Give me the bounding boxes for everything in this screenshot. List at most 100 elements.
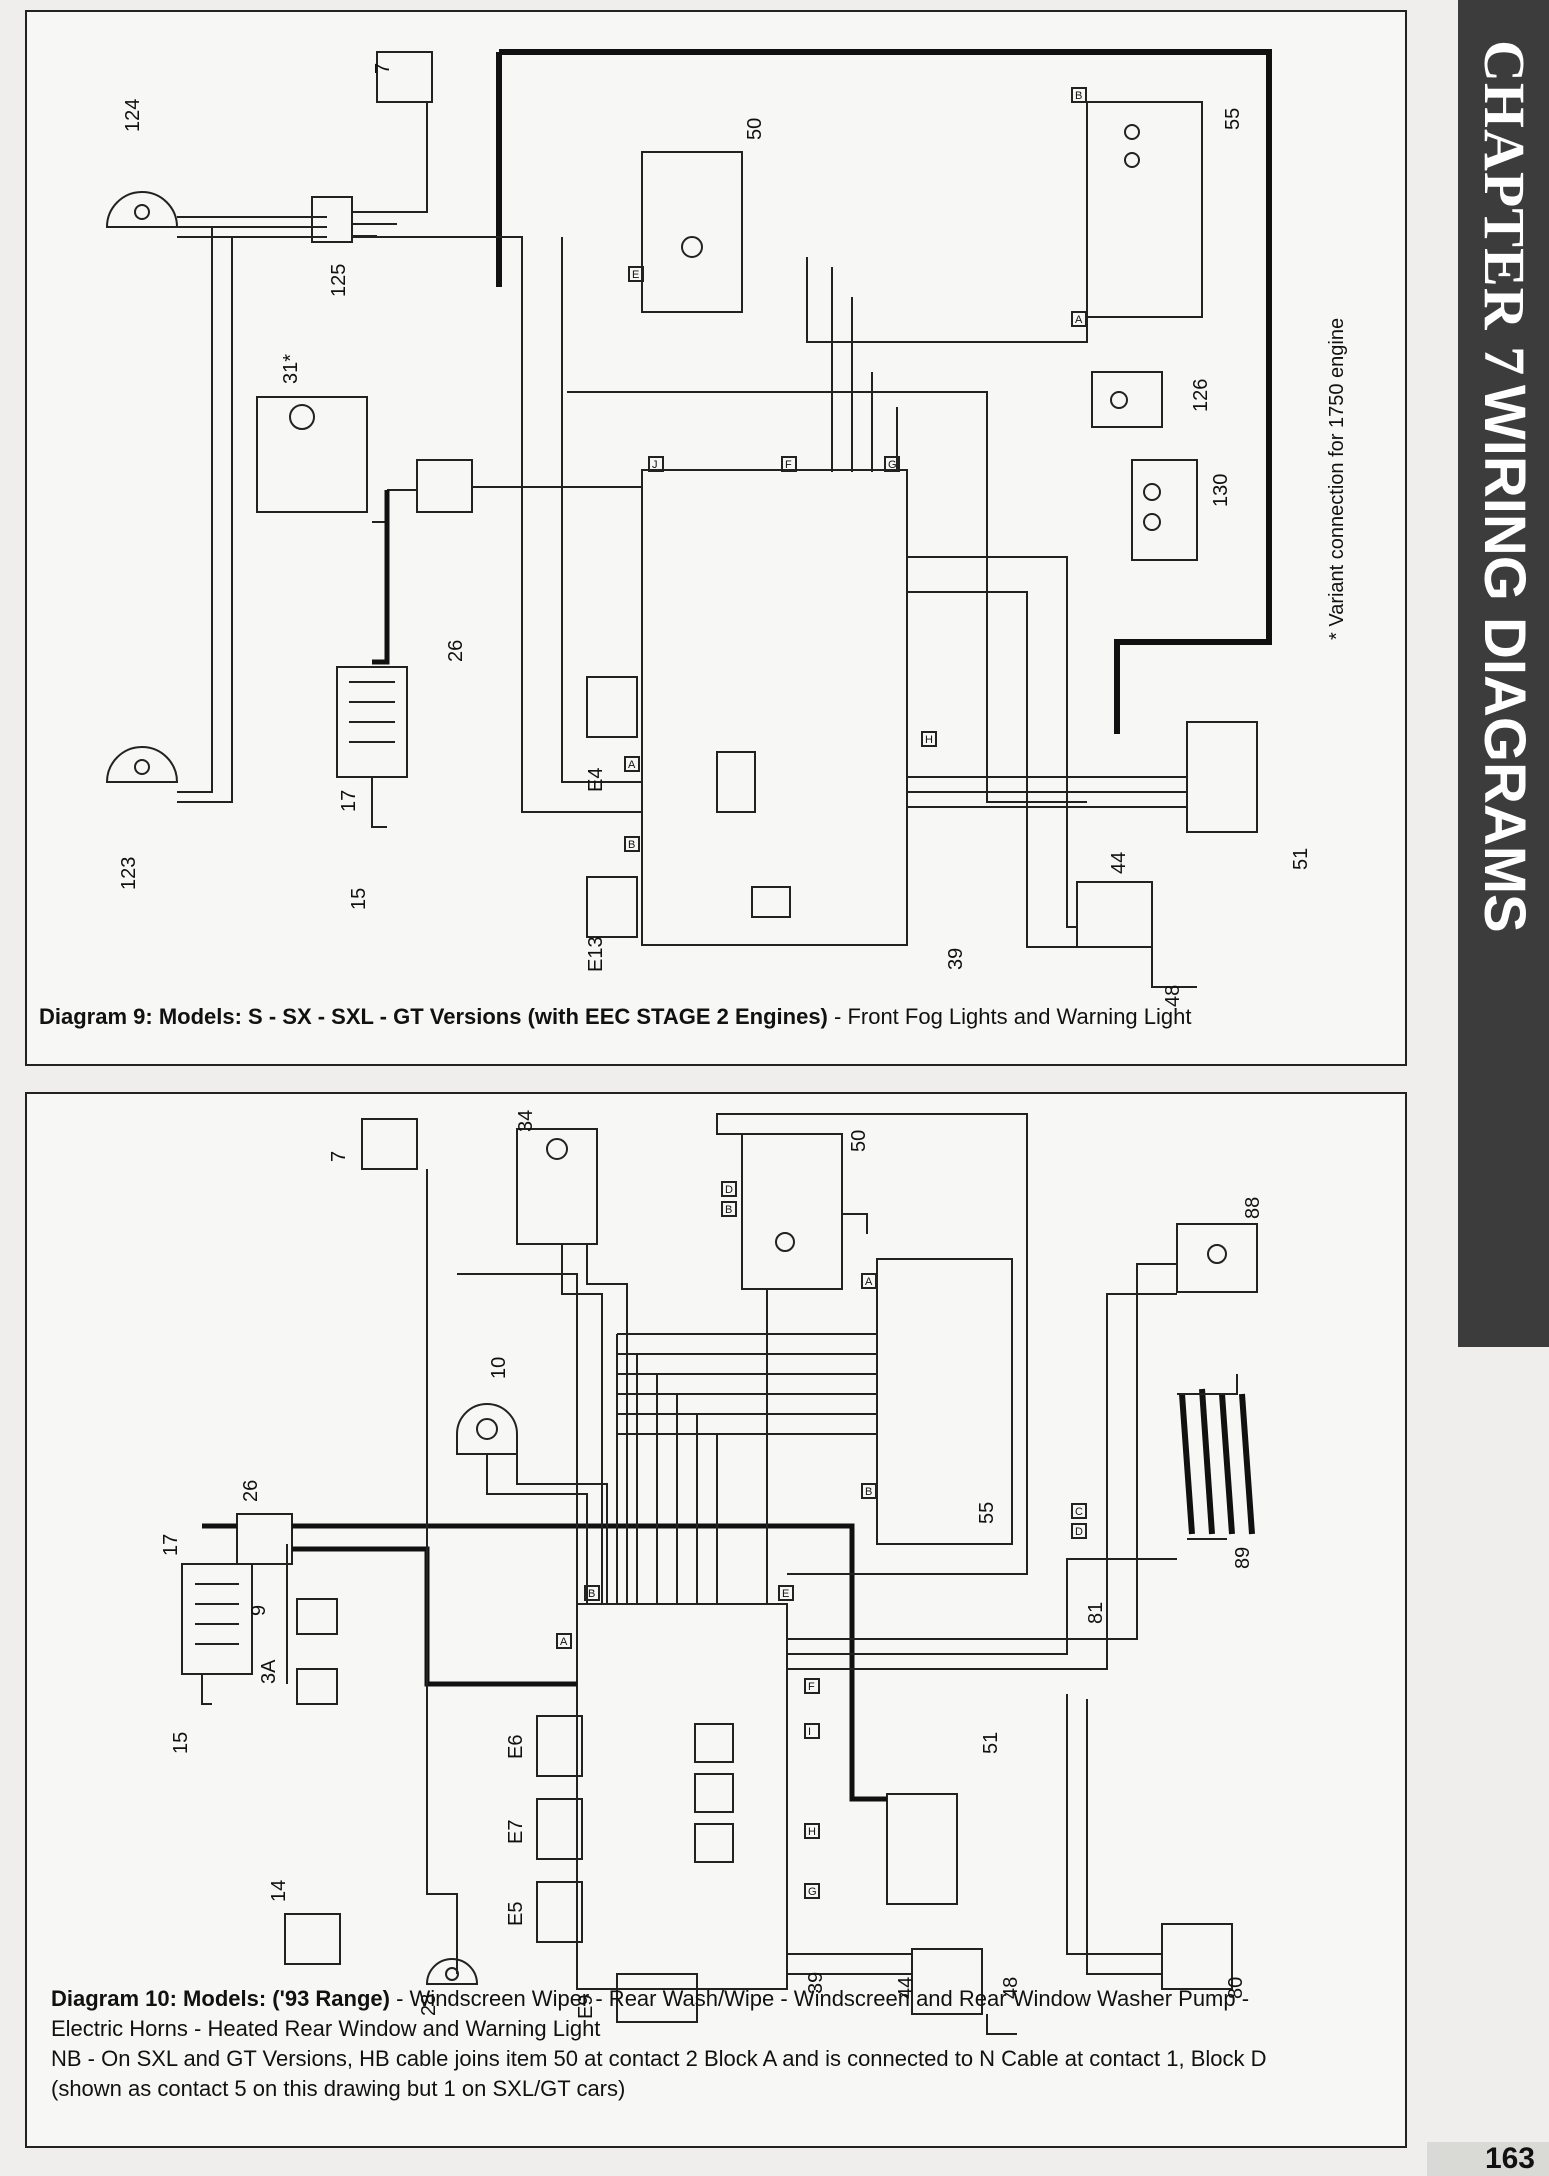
module-44-icon (1076, 881, 1153, 948)
label-44: 44 (1108, 852, 1130, 874)
svg-text:D: D (725, 1184, 733, 1196)
chapter-sidebar: CHAPTER 7 WIRING DIAGRAMS (1458, 0, 1549, 1347)
label-39: 39 (945, 948, 967, 970)
label-89: 89 (1232, 1547, 1254, 1569)
svg-text:B: B (588, 1588, 595, 1600)
label-125: 125 (328, 264, 350, 297)
unit-50-icon (741, 1133, 843, 1290)
label-34: 34 (515, 1110, 537, 1132)
svg-text:F: F (808, 1681, 815, 1693)
label-10: 10 (488, 1357, 510, 1379)
label-48: 48 (1162, 985, 1184, 1007)
horn-9-icon (296, 1598, 338, 1635)
svg-text:H: H (925, 734, 933, 746)
label-81: 81 (1085, 1602, 1107, 1624)
relay-130-icon (1131, 459, 1198, 561)
svg-text:D: D (1075, 1526, 1083, 1538)
relay-E7-icon (536, 1798, 583, 1860)
label-E5: E5 (505, 1902, 527, 1926)
connector-26-icon (416, 459, 473, 513)
svg-text:A: A (560, 1636, 568, 1648)
unit-50-icon (641, 151, 743, 313)
harness-thick-line (496, 49, 1272, 734)
label-48: 48 (1000, 1977, 1022, 1999)
svg-text:A: A (628, 759, 636, 771)
diagram-10-caption: Diagram 10: Models: ('93 Range) - Windsc… (51, 1986, 1267, 2101)
relay-E9-icon (616, 1973, 698, 2023)
section-title: WIRING DIAGRAMS (1472, 385, 1537, 933)
horn-3A-icon (296, 1668, 338, 1705)
relay-51-icon (1186, 721, 1258, 833)
svg-text:G: G (808, 1886, 817, 1898)
label-50: 50 (848, 1130, 870, 1152)
relay-7-icon (361, 1118, 418, 1170)
svg-text:F: F (785, 459, 792, 471)
label-17: 17 (338, 790, 360, 812)
diagram-10-schematic: 7 34 50 88 10 26 17 9 3A 15 55 89 81 E6 … (160, 1110, 1264, 2035)
svg-text:I: I (808, 1726, 811, 1738)
label-E6: E6 (505, 1735, 527, 1759)
label-E9: E9 (575, 1995, 597, 2019)
module-39-icon (576, 1603, 788, 1990)
battery-17-icon (181, 1563, 253, 1675)
label-E7: E7 (505, 1820, 527, 1844)
heated-window-89-icon (1179, 1388, 1255, 1535)
connector-block-labels: D B A B C D B E A F I H G (556, 1181, 1087, 1899)
label-88: 88 (1242, 1197, 1264, 1219)
label-7: 7 (328, 1151, 350, 1162)
lamp-126-icon (1091, 371, 1163, 428)
label-55: 55 (976, 1502, 998, 1524)
relay-E4-icon (586, 676, 638, 738)
diagram-9-panel: 124 7 125 50 55 31* 126 130 26 17 123 15… (25, 10, 1407, 1066)
relay-E6-icon (536, 1715, 583, 1777)
label-E13: E13 (585, 936, 607, 972)
label-3A: 3A (258, 1659, 280, 1684)
pump-88-icon (1176, 1223, 1258, 1293)
module-44-icon (911, 1948, 983, 2015)
label-51: 51 (1290, 848, 1312, 870)
svg-text:H: H (808, 1826, 816, 1838)
label-9: 9 (248, 1605, 270, 1616)
label-26: 26 (445, 640, 467, 662)
svg-text:A: A (865, 1276, 873, 1288)
connector-block-labels: B A E J F G H A B (624, 87, 1087, 852)
variant-note: * Variant connection for 1750 engine (1326, 317, 1348, 640)
svg-text:A: A (1075, 314, 1083, 326)
svg-text:B: B (1075, 90, 1082, 102)
label-15: 15 (170, 1732, 192, 1754)
label-51: 51 (980, 1732, 1002, 1754)
label-39: 39 (805, 1972, 827, 1994)
svg-text:E: E (782, 1588, 789, 1600)
svg-text:C: C (1075, 1506, 1083, 1518)
svg-text:B: B (628, 839, 635, 851)
relay-7-icon (376, 51, 433, 103)
label-14: 14 (268, 1880, 290, 1902)
lamp-123-icon (105, 746, 179, 783)
label-7: 7 (372, 63, 394, 74)
module-14-icon (284, 1913, 341, 1965)
motor-31-icon (256, 396, 368, 513)
lamp-28-icon (425, 1958, 479, 1985)
lamp-124-icon (105, 191, 179, 228)
svg-text:B: B (725, 1204, 732, 1216)
label-124: 124 (122, 99, 144, 132)
relay-E13-icon (586, 876, 638, 938)
diagram-9-caption: Diagram 9: Models: S - SX - SXL - GT Ver… (39, 1004, 1192, 1029)
label-15: 15 (348, 888, 370, 910)
label-E4: E4 (585, 768, 607, 792)
svg-text:G: G (888, 459, 897, 471)
relay-51-icon (886, 1793, 958, 1905)
svg-text:J: J (652, 459, 658, 471)
label-126: 126 (1190, 379, 1212, 412)
relay-E5-icon (536, 1881, 583, 1943)
label-50: 50 (744, 118, 766, 140)
motor-34-icon (516, 1128, 598, 1245)
label-28: 28 (418, 1994, 440, 2016)
connector-26-icon (236, 1513, 293, 1565)
switch-55-icon (876, 1258, 1013, 1545)
switch-55-icon (1086, 101, 1203, 318)
svg-text:E: E (632, 269, 639, 281)
label-55: 55 (1222, 108, 1244, 130)
module-39-icon (641, 469, 908, 946)
svg-text:B: B (865, 1486, 872, 1498)
